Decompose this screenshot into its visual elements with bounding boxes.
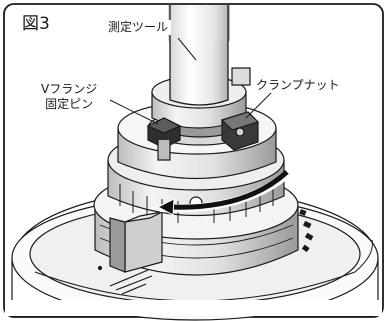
- v-flange-pin: [146, 117, 182, 161]
- base-bottom-cover: [5, 300, 382, 316]
- v-flange-pin-label-line2: 固定ピン: [45, 97, 94, 111]
- v-flange-pin-label: Vフランジ 固定ピン: [40, 82, 99, 112]
- clamp-nut-label: クランプナット: [254, 78, 342, 93]
- figure-number: 図3: [20, 14, 52, 34]
- v-flange-pin-label-line1: Vフランジ: [41, 82, 98, 96]
- scale-markings: [299, 209, 314, 253]
- measuring-tool-label: 測定ツール: [105, 20, 172, 35]
- base-marks: [97, 265, 153, 295]
- clamp-nut-block: [220, 111, 260, 151]
- front-clamp-block: [109, 211, 163, 273]
- leader-lines: [109, 37, 273, 125]
- measuring-tool-shaft: [169, 39, 229, 106]
